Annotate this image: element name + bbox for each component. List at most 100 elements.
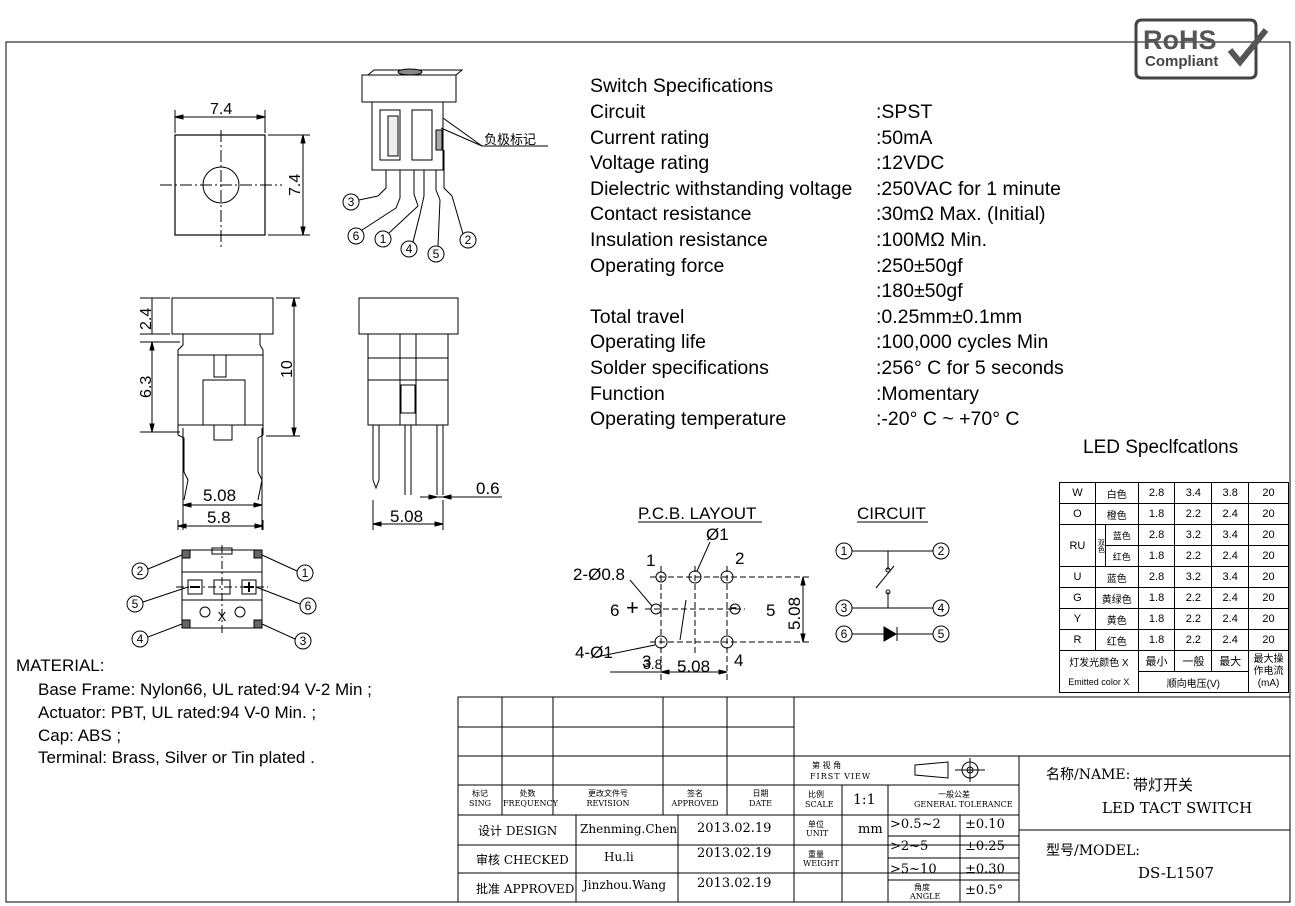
pcb-pin-4: 4 [734,651,743,670]
circuit-pin-1: 1 [841,544,848,558]
tb-unit-label-cn: 单位 [808,820,824,829]
pcb-dim-horizontal: 5.08 [677,657,710,676]
tb-tol-range-1: >2~5 [890,839,929,854]
led-footer-current: 最大操作电流(mA) [1248,650,1289,693]
rohs-text: RoHS [1143,25,1217,55]
tb-checked-name: Hu.li [604,850,634,864]
pcb-pin-5: 5 [766,601,775,620]
spec-label: Current rating [590,126,710,149]
side-pitch-dim: 5.08 [390,507,423,526]
led-color: 蓝色 [1104,524,1139,546]
circuit-pin-4: 4 [938,601,945,615]
bottom-view [126,545,317,650]
iso-pin-2: 2 [465,233,472,247]
pcb-dim-small: 3.8 [643,656,663,672]
tb-weight-label-cn: 重量 [808,850,824,859]
led-footer-typ: 一般 [1174,650,1213,672]
spec-value: :30mΩ Max. (Initial) [876,203,1046,226]
circuit-pin-3: 3 [841,601,848,615]
negative-mark-label: 负极标记 [484,133,536,148]
spec-value: :Momentary [876,382,979,405]
led-current: 20 [1248,545,1289,567]
led-footer-emit-en: Emitted color X [1068,676,1130,687]
led-color: 白色 [1094,482,1139,504]
spec-label: Dielectric withstanding voltage [590,177,853,200]
spec-value: :50mA [876,126,933,149]
led-color: 黄色 [1094,608,1139,630]
tb-checked-label: 审核 CHECKED [476,853,569,867]
led-typ: 3.4 [1174,482,1213,504]
led-sub: 双色 [1094,524,1106,567]
tb-header-approved: 签名 APPROVED [671,789,719,808]
led-footer-min: 最小 [1137,650,1176,672]
iso-pin-5: 5 [433,247,440,261]
led-typ: 2.2 [1174,587,1213,609]
led-min: 2.8 [1137,482,1176,504]
tb-design-date: 2013.02.19 [697,821,772,836]
led-max: 2.4 [1211,545,1250,567]
spec-value: :100,000 cycles Min [876,331,1049,354]
bottom-pin-6: 6 [305,599,312,613]
tb-angle-label-cn: 角度 [914,883,930,892]
tb-weight-label-en: WEIGHT [803,859,839,868]
led-current: 20 [1248,566,1289,588]
pcb-title: P.C.B. LAYOUT [638,504,756,523]
led-footer-max: 最大 [1211,650,1250,672]
led-typ: 2.2 [1174,503,1213,525]
spec-label: Operating temperature [590,408,787,431]
tb-approved-label: 批准 APPROVED [476,882,575,896]
led-code: R [1059,629,1096,651]
spec-label: Total travel [590,305,685,328]
led-code: U [1059,566,1096,588]
bottom-pin-1: 1 [302,566,309,580]
pcb-hole-label-1: Ø1 [706,525,729,544]
spec-label: Operating life [590,331,706,354]
tb-unit-label-en: UNIT [806,829,829,838]
bottom-pin-4: 4 [137,632,144,646]
led-min: 1.8 [1137,629,1176,651]
material-title: MATERIAL: [16,656,105,675]
tb-design-label: 设计 DESIGN [478,824,558,838]
led-current: 20 [1248,482,1289,504]
spec-value: :180±50gf [876,280,963,303]
tb-scale-label-en: SCALE [805,800,834,809]
spec-value: :250±50gf [876,254,963,277]
side-pin-dim: 0.6 [476,479,500,498]
spec-label: Contact resistance [590,203,752,226]
pcb-plus-sign: + [626,595,639,620]
spec-value: :100MΩ Min. [876,229,988,251]
led-max: 3.8 [1211,482,1250,504]
tb-header-qty: 处数 FREQUENCY [503,789,558,808]
spec-value: :256° C for 5 seconds [876,357,1064,379]
tb-scale-label-cn: 比例 [808,790,824,799]
tb-checked-date: 2013.02.19 [697,846,772,861]
front-width-dim: 5.8 [207,508,231,527]
led-code: O [1059,503,1096,525]
material-item-cap: Cap: ABS ; [38,726,122,745]
spec-value: :0.25mm±0.1mm [876,305,1023,328]
circuit-title: CIRCUIT [857,504,926,523]
tb-tol-range-2: >5~10 [890,862,937,877]
led-spec-title: LED Speclfcatlons [1083,437,1239,458]
spec-value: :SPST [876,101,933,123]
bottom-center-mark: X [218,609,227,624]
circuit-diagram [835,542,950,643]
tb-model-label: 型号/MODEL: [1046,843,1140,859]
led-min: 2.8 [1137,524,1176,546]
rohs-logo: RoHS Compliant [1134,18,1269,80]
front-cap-dim: 2.4 [138,308,155,330]
tb-tol-range-0: >0.5~2 [890,817,941,832]
pcb-pin-6: 6 [610,601,619,620]
led-current: 20 [1248,629,1289,651]
led-footer-voltage: 顺向电压(V) [1137,671,1250,693]
iso-pin-3: 3 [348,195,355,209]
tb-tolerance-label-en: GENERAL TOLERANCE [914,800,1013,809]
led-color: 黄绿色 [1094,587,1139,609]
